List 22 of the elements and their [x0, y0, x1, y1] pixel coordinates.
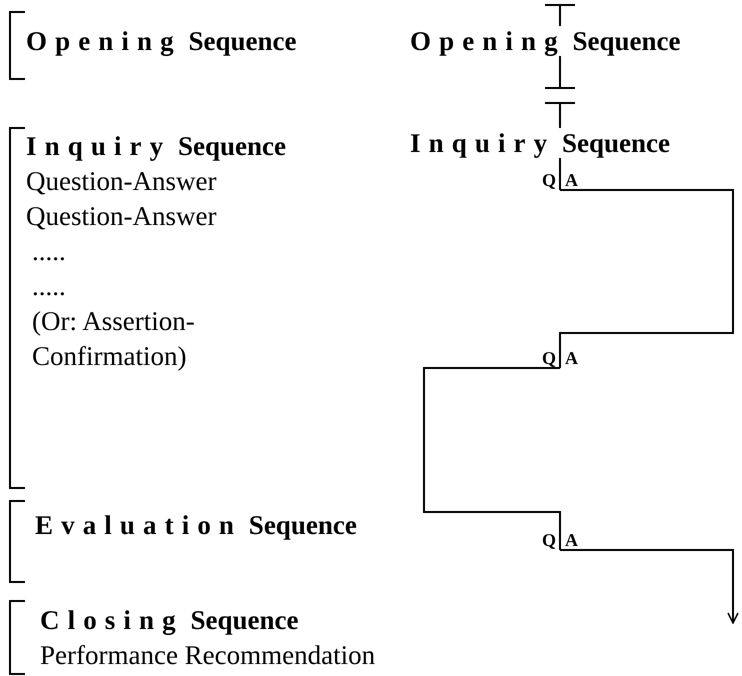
sequence-heading: Inquiry Sequence [410, 128, 670, 158]
flow-line [423, 367, 561, 515]
step-text: ..... [32, 235, 66, 268]
sequence-heading: Opening Sequence [410, 26, 680, 56]
question-mark-label: Q [542, 348, 556, 368]
step-text: Performance Recommendation [40, 639, 376, 672]
sequence-heading: Evaluation Sequence [35, 509, 357, 542]
flow-line [559, 158, 561, 162]
flow-line [559, 189, 734, 337]
step-text: ..... [32, 270, 66, 303]
answer-mark-label: A [565, 170, 578, 190]
question-mark-label: Q [542, 170, 556, 190]
step-text: Question-Answer [26, 165, 216, 198]
sequence-heading: Inquiry Sequence [26, 130, 286, 163]
sequence-heading: Closing Sequence [40, 604, 298, 637]
question-mark-label: Q [542, 530, 556, 550]
answer-mark-label: A [565, 530, 578, 550]
step-text: (Or: Assertion-Confirmation) [32, 305, 196, 373]
flow-arrow [560, 549, 739, 624]
step-text: Question-Answer [26, 200, 216, 233]
answer-mark-label: A [565, 348, 578, 368]
sequence-heading: Opening Sequence [26, 25, 296, 58]
